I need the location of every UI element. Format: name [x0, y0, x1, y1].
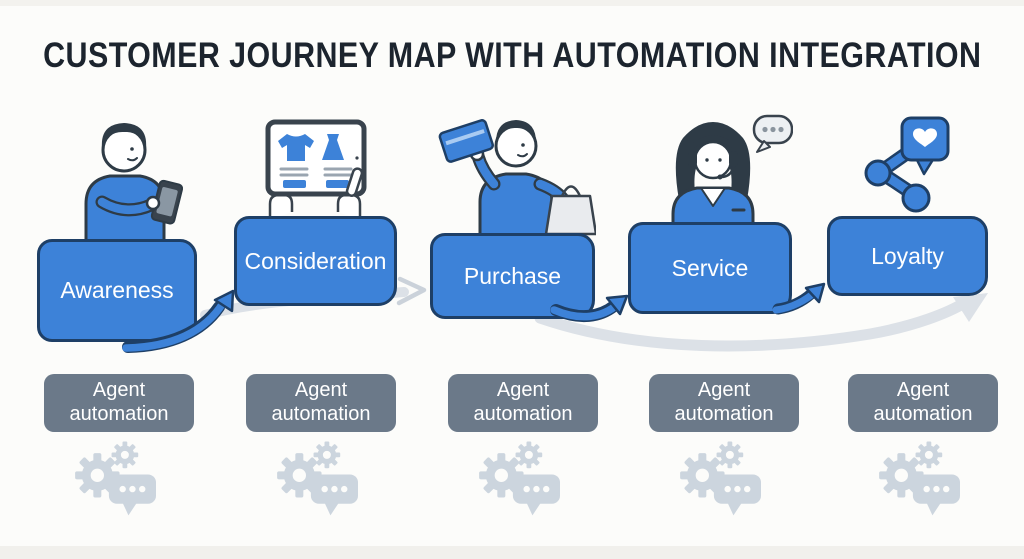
top-edge-artifact	[0, 0, 1024, 6]
person-browsing-phone-icon	[52, 112, 202, 246]
automation-box-purchase: Agent automation	[448, 374, 598, 432]
stage-box-service: Service	[628, 222, 792, 314]
stage-label-purchase: Purchase	[463, 262, 562, 289]
gears-chat-bubble-icon	[479, 441, 560, 516]
automation-label-line1: Agent	[294, 379, 348, 402]
stage-label-consideration: Consideration	[244, 247, 387, 274]
automation-box-service: Agent automation	[649, 374, 799, 432]
support-agent-headset-icon	[633, 114, 794, 228]
stage-label-loyalty: Loyalty	[871, 242, 944, 269]
gears-chat-bubble-icon	[680, 441, 761, 516]
hands-holding-tablet-icon	[240, 118, 390, 220]
gears-chat-bubble-icon	[879, 441, 960, 516]
automation-label-line1: Agent	[92, 379, 146, 402]
stage-label-service: Service	[671, 254, 749, 281]
person-credit-card-shopping-bag-icon	[436, 112, 598, 240]
page-title: CUSTOMER JOURNEY MAP WITH AUTOMATION INT…	[42, 36, 982, 75]
stage-box-purchase: Purchase	[430, 233, 595, 319]
stage-box-loyalty: Loyalty	[827, 216, 988, 296]
automation-label-line2: automation	[69, 403, 169, 425]
automation-label-line2: automation	[873, 403, 973, 425]
automation-label-line1: Agent	[496, 379, 550, 402]
stage-box-awareness: Awareness	[37, 239, 197, 342]
stage-label-awareness: Awareness	[60, 277, 174, 303]
bottom-edge-artifact	[0, 546, 1024, 559]
automation-label-line2: automation	[473, 403, 573, 425]
stage-box-consideration: Consideration	[234, 216, 397, 306]
automation-label-line1: Agent	[697, 379, 751, 402]
automation-label-line1: Agent	[896, 379, 950, 402]
automation-box-loyalty: Agent automation	[848, 374, 998, 432]
gears-chat-bubble-icon	[75, 441, 156, 516]
share-heart-icon	[852, 116, 962, 218]
title-bar: CUSTOMER JOURNEY MAP WITH AUTOMATION INT…	[0, 36, 1024, 76]
automation-box-awareness: Agent automation	[44, 374, 194, 432]
automation-box-consideration: Agent automation	[246, 374, 396, 432]
automation-label-line2: automation	[271, 403, 371, 425]
automation-label-line2: automation	[674, 403, 774, 425]
gears-chat-bubble-icon	[277, 441, 358, 516]
